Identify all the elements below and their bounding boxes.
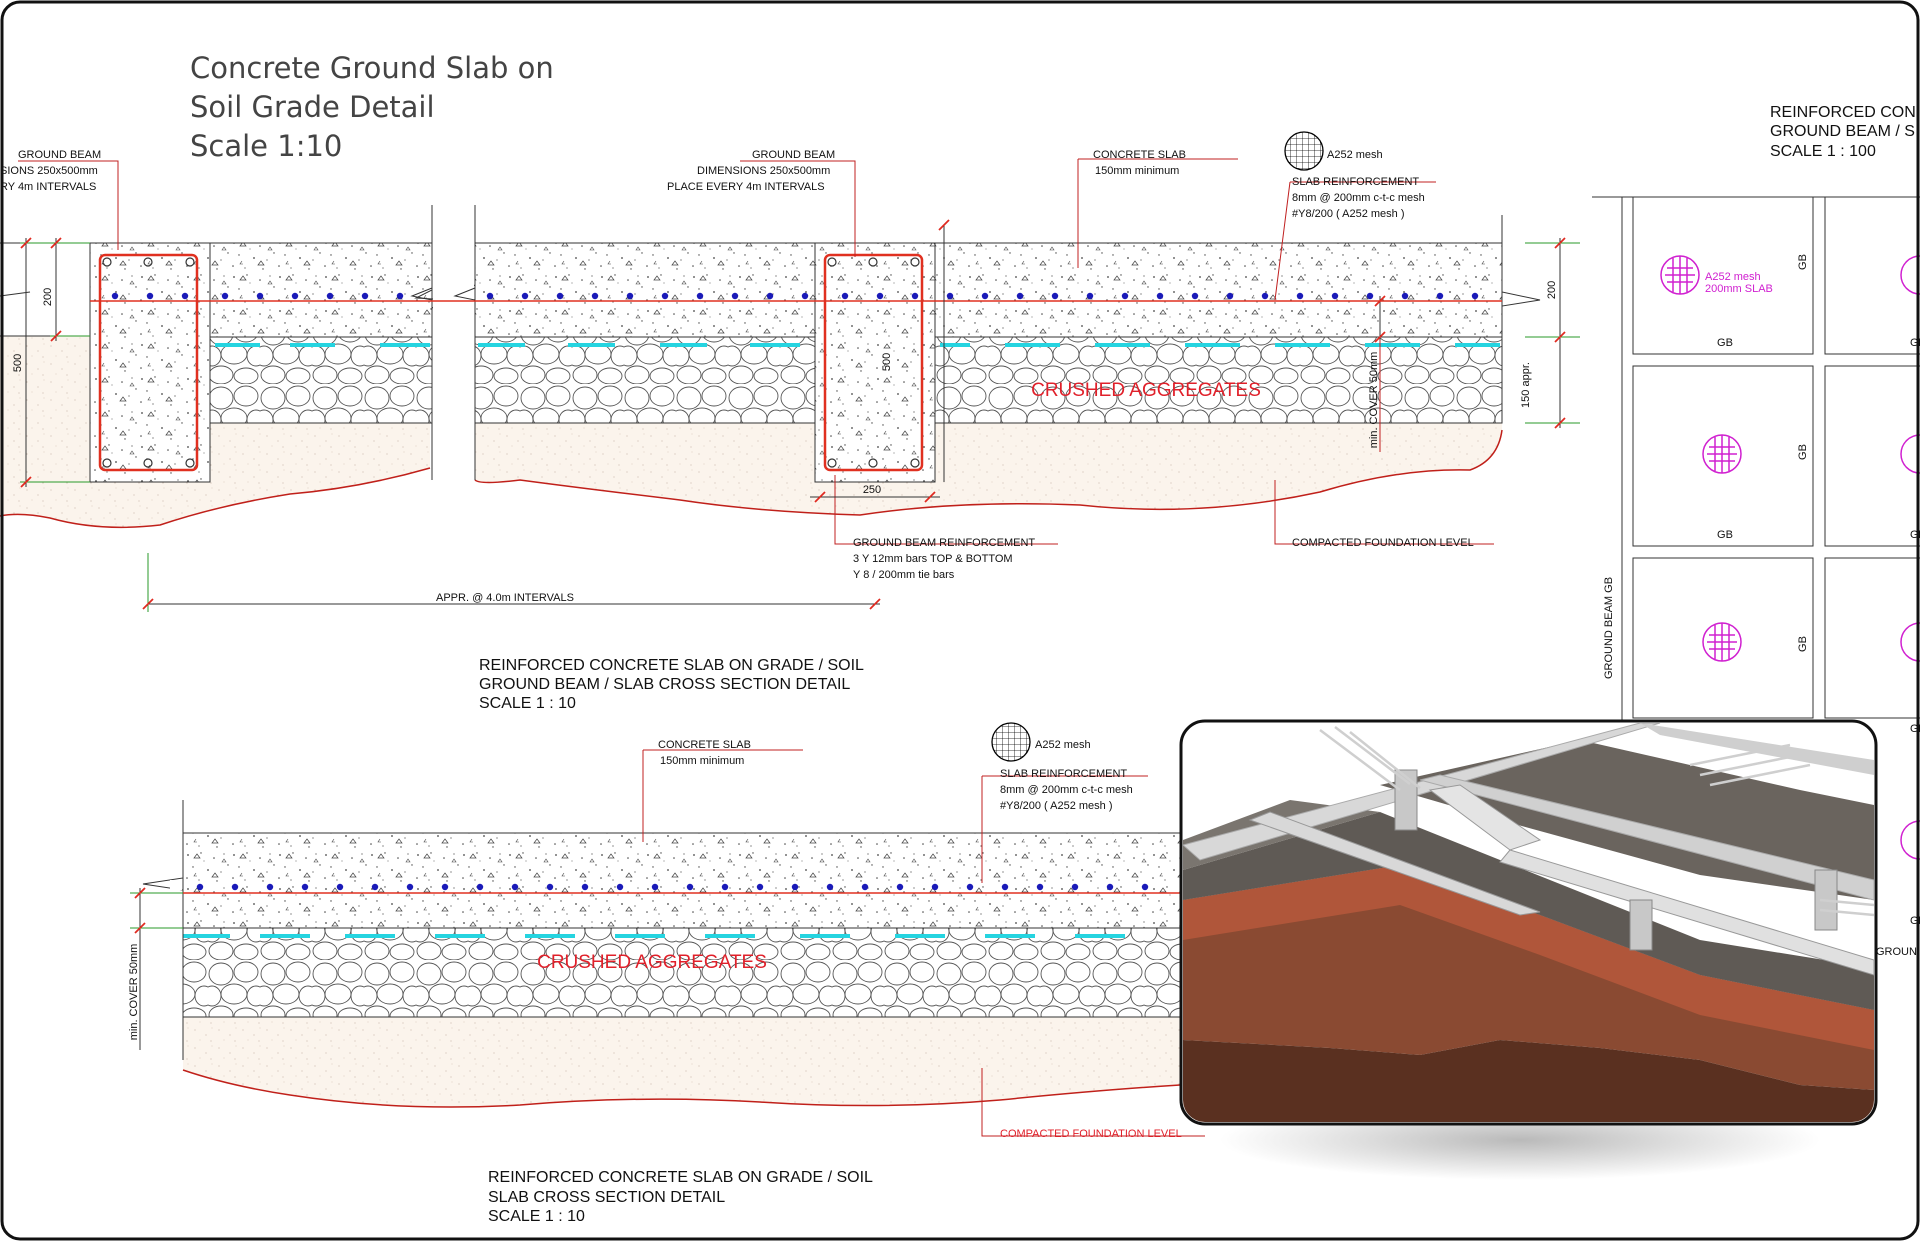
title-line-2: Soil Grade Detail [190,90,435,124]
bottom-min-cover: min. COVER 50mm [128,944,140,1041]
isometric-illustration [1179,719,1878,1180]
top-beam-cage-mid [823,253,924,472]
plan-mesh-label-2: 200mm SLAB [1705,283,1773,295]
bottom-crushed-label: CRUSHED AGGREGATES [537,952,767,973]
drawing-title: Concrete Ground Slab on Soil Grade Detai… [190,51,554,163]
top-caption-1: REINFORCED CONCRETE SLAB ON GRADE / SOIL [479,657,864,674]
top-ground-beam-mid [814,242,936,483]
bottom-caption-2: SLAB CROSS SECTION DETAIL [488,1189,725,1206]
top-mesh-symbol [1284,131,1324,171]
plan-gb-label: GB [1910,723,1920,735]
plan-caption-2: GROUND BEAM / S [1770,123,1915,140]
top-mesh-dots [111,292,1479,300]
top-slab-label-1: CONCRETE SLAB [1093,149,1186,161]
bottom-reinf-label-3: #Y8/200 ( A252 mesh ) [1000,800,1113,812]
top-aggregate-left [209,336,433,424]
gb-mid-label-3: PLACE EVERY 4m INTERVALS [667,181,825,193]
dim-150: 150 appr. [1520,362,1532,408]
title-line-3: Scale 1:10 [190,129,342,163]
top-aggregate-mid [474,336,816,424]
top-soil-edge-left [0,467,431,529]
top-reinf-label-3: #Y8/200 ( A252 mesh ) [1292,208,1405,220]
gb-reinf-label-3: Y 8 / 200mm tie bars [853,569,955,581]
dim-250: 250 [863,484,881,496]
plan-gb-label: GB [1717,337,1733,349]
top-compacted-label: COMPACTED FOUNDATION LEVEL [1292,537,1474,549]
bottom-soil [183,1017,1180,1108]
interval-label: APPR. @ 4.0m INTERVALS [436,592,574,604]
plan-panel [1632,196,1814,355]
top-cross-section: CRUSHED AGGREGATES A252 mesh GROUND BEAM… [0,131,1580,712]
bottom-aggregate [182,927,1181,1018]
plan-panel [1632,365,1814,547]
plan-ground-beam-label: GROUND BEAM GB [1603,577,1615,679]
top-reinf-label-1: SLAB REINFORCEMENT [1292,176,1419,188]
top-aggregate-right [934,336,1503,424]
top-crushed-label: CRUSHED AGGREGATES [1031,380,1261,401]
gb-left-label-1: GROUND BEAM [18,149,101,161]
plan-groun-label: GROUN [1876,946,1917,958]
plan-gb-label: GB [1797,444,1809,460]
bottom-mesh-dots [196,883,1149,891]
bottom-cross-section: CRUSHED AGGREGATES A252 mesh CONCRETE SL… [128,722,1205,1225]
top-min-cover: min. COVER 50mm [1368,352,1380,449]
title-line-1: Concrete Ground Slab on [190,51,554,85]
gb-left-label-3: RY 4m INTERVALS [0,181,96,193]
plan-caption-3: SCALE 1 : 100 [1770,143,1876,160]
top-ground-beam-left [89,242,211,483]
top-mesh-label: A252 mesh [1327,149,1383,161]
plan-mesh-label-1: A252 mesh [1705,271,1761,283]
top-caption-2: GROUND BEAM / SLAB CROSS SECTION DETAIL [479,676,850,693]
plan-panel [1632,557,1814,719]
gb-reinf-label-1: GROUND BEAM REINFORCEMENT [853,537,1035,549]
dim-200-right: 200 [1546,281,1558,299]
bottom-compacted-label: COMPACTED FOUNDATION LEVEL [1000,1128,1182,1140]
bottom-slab-label-1: CONCRETE SLAB [658,739,751,751]
gb-reinf-label-2: 3 Y 12mm bars TOP & BOTTOM [853,553,1013,565]
top-break-right [1501,215,1541,340]
plan-view: REINFORCED CON GROUND BEAM / S SCALE 1 :… [1592,104,1920,958]
dim-500-mid: 500 [881,353,893,371]
bottom-soil-edge [182,1069,1181,1108]
bottom-mesh-symbol [991,722,1031,762]
bottom-caption-3: SCALE 1 : 10 [488,1208,585,1225]
plan-caption-1: REINFORCED CON [1770,104,1916,121]
plan-gb-label: GB [1910,529,1920,541]
plan-gb-label: GB [1910,915,1920,927]
plan-gb-label: GB [1797,254,1809,270]
top-soil-right [475,423,1502,515]
gb-mid-label-2: DIMENSIONS 250x500mm [697,165,830,177]
plan-gb-label: GB [1717,529,1733,541]
top-leaders [18,158,1494,545]
bottom-mesh-label: A252 mesh [1035,739,1091,751]
bottom-reinf-label-2: 8mm @ 200mm c-t-c mesh [1000,784,1133,796]
plan-mesh-symbols [1660,255,1920,860]
top-soil-left [0,336,430,528]
top-beam-cage-left [98,253,199,472]
top-slab-label-2: 150mm minimum [1095,165,1179,177]
bottom-slab [182,832,1181,929]
gb-mid-label-1: GROUND BEAM [752,149,835,161]
gb-left-label-2: SIONS 250x500mm [0,165,98,177]
top-caption-3: SCALE 1 : 10 [479,695,576,712]
top-reinf-label-2: 8mm @ 200mm c-t-c mesh [1292,192,1425,204]
bottom-slab-label-2: 150mm minimum [660,755,744,767]
bottom-caption-1: REINFORCED CONCRETE SLAB ON GRADE / SOIL [488,1169,873,1186]
dim-500-left: 500 [12,354,24,372]
top-slab-right [474,242,1503,338]
plan-gb-label: GB [1797,636,1809,652]
bottom-reinf-label-1: SLAB REINFORCEMENT [1000,768,1127,780]
top-soil-edge-right [474,429,1503,516]
plan-gb-label: GB [1910,337,1920,349]
dim-200-left: 200 [42,288,54,306]
